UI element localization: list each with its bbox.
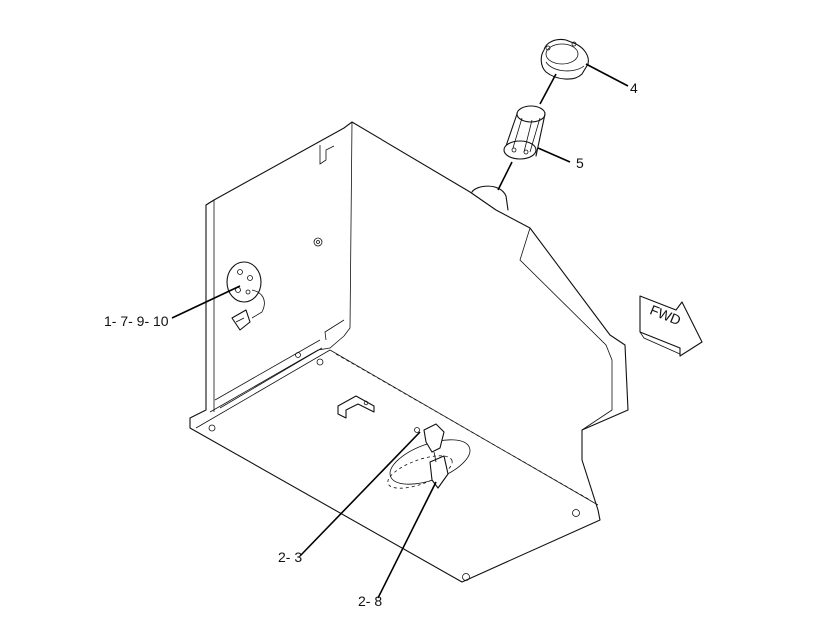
tank-body <box>189 121 629 583</box>
leader-5-to-body <box>497 161 513 191</box>
leader-2-8 <box>377 481 437 599</box>
fuel-sender-assembly <box>226 261 265 331</box>
leader-lines <box>171 63 629 599</box>
leader-4 <box>585 63 629 87</box>
leader-4-to-5 <box>539 73 557 105</box>
drain-valve-assembly <box>387 423 471 489</box>
callout-4: 4 <box>630 80 638 96</box>
forward-direction-arrow: FWD <box>639 295 703 357</box>
leader-1-7-9-10 <box>171 285 241 319</box>
callout-1-7-9-10: 1- 7- 9- 10 <box>104 313 169 329</box>
callout-2-3: 2- 3 <box>278 549 302 565</box>
filler-cap <box>540 38 589 80</box>
filler-strainer <box>503 105 546 160</box>
leader-2-3 <box>299 431 421 557</box>
callout-5: 5 <box>576 155 584 171</box>
leader-5 <box>537 147 571 163</box>
callout-2-8: 2- 8 <box>358 593 382 609</box>
